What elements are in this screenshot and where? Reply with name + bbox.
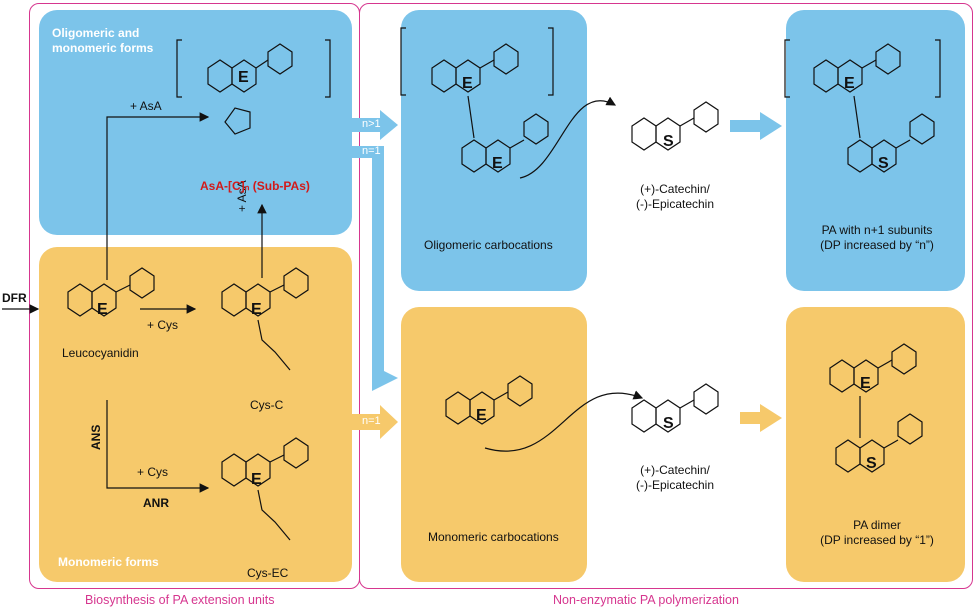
monomeric-carbocations-panel	[401, 307, 587, 582]
orange-arrow-product	[740, 404, 782, 432]
plus-cys-label-1: + Cys	[147, 318, 179, 332]
blue-arrow-n-eq-1-down	[352, 146, 398, 391]
section-right-title: Non-enzymatic PA polymerization	[553, 593, 739, 607]
catechin-label-2: (+)-Catechin/ (-)-Epicatechin	[635, 463, 715, 492]
section-left-title: Biosynthesis of PA extension units	[85, 593, 275, 607]
catechin-label-1: (+)-Catechin/ (-)-Epicatechin	[635, 182, 715, 211]
polymerization-frame	[359, 3, 973, 589]
orange-arrow-n-eq-1	[352, 405, 398, 439]
leucocyanidin-label: Leucocyanidin	[62, 346, 139, 360]
ring-s-dimer: S	[866, 455, 877, 472]
dfr-label: DFR	[2, 291, 27, 305]
pa-dimer-label: PA dimer (DP increased by “1”)	[820, 518, 934, 547]
ring-e-olig-top: E	[462, 75, 473, 92]
ring-e-cysec: E	[251, 471, 262, 488]
ring-e-subpa: E	[238, 69, 249, 86]
ring-e-olig-bottom: E	[492, 155, 503, 172]
monomeric-forms-panel	[39, 247, 352, 582]
ring-s-pan1: S	[878, 155, 889, 172]
n-eq-1-label-b: n=1	[362, 415, 381, 427]
n-eq-1-label-a: n=1	[362, 145, 381, 157]
monomeric-forms-title: Monomeric forms	[58, 555, 159, 569]
ring-e-leuco: E	[97, 301, 108, 318]
anr-label: ANR	[143, 496, 169, 510]
cys-ec-label: Cys-EC	[247, 566, 289, 580]
plus-asa-label-1: + AsA	[130, 99, 162, 113]
ring-s-catechin-2: S	[663, 415, 674, 432]
ans-label: ANS	[89, 424, 103, 450]
oligomeric-carbocations-label: Oligomeric carbocations	[424, 238, 553, 252]
plus-cys-label-2: + Cys	[137, 465, 169, 479]
cys-c-label: Cys-C	[250, 398, 284, 412]
sub-pa-label: AsA-[C]ₙ (Sub-PAs)	[200, 179, 310, 193]
n-gt-1-label: n>1	[362, 118, 381, 130]
ring-e-cysc: E	[251, 301, 262, 318]
blue-arrow-product	[730, 112, 782, 140]
ring-e-pan1: E	[844, 75, 855, 92]
oligomeric-forms-panel	[39, 10, 352, 235]
pa-dimer-panel	[786, 307, 965, 582]
ring-e-mono: E	[476, 407, 487, 424]
ring-s-catechin-1: S	[663, 133, 674, 150]
blue-arrow-n-gt-1	[352, 110, 398, 140]
ring-e-dimer: E	[860, 375, 871, 392]
pa-n1-label: PA with n+1 subunits (DP increased by “n…	[820, 223, 934, 252]
oligomeric-forms-title: Oligomeric and monomeric forms	[52, 26, 154, 55]
monomeric-carbocations-label: Monomeric carbocations	[428, 530, 559, 544]
